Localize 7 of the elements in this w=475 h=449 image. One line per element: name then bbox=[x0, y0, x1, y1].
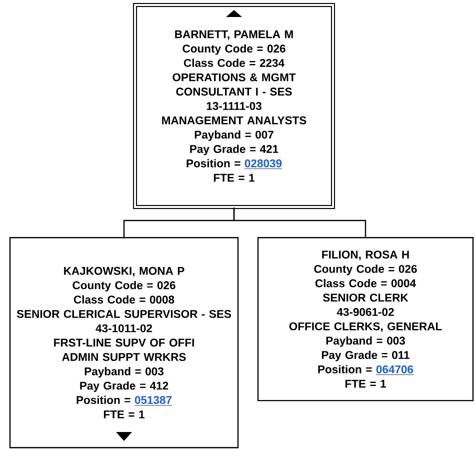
org-box: BARNETT, PAMELA M County Code = 026 Class Code = 2234 OPERATIONS & MGMT CONSULTANT I - SES 13-1111-03 MANAGEMENT ANALYSTS Payband = 007 Pay Grade = 421 Position = 028039 FTE = 1 bbox=[133, 3, 335, 209]
org-box: KAJKOWSKI, MONA P County Code = 026 Class Code = 0008 SENIOR CLERICAL SUPERVISOR - SES 43-1011-02 FRST-LINE SUPV OF OFFI ADMIN SUPPT WRKRS Payband = 003 Pay Grade = 412 Position = 051387 FTE = 1 bbox=[9, 237, 239, 448]
position-link: 064706 bbox=[376, 365, 414, 375]
connector-line bbox=[233, 208, 366, 237]
org-box: FILION, ROSA H County Code = 026 Class Code = 0004 SENIOR CLERK 43-9061-02 OFFICE CLERKS, GENERAL Payband = 003 Pay Grade = 011 Position = 064706 FTE = 1 bbox=[257, 237, 474, 402]
position-link: 051387 bbox=[134, 396, 172, 406]
position-link: 028039 bbox=[244, 159, 282, 169]
